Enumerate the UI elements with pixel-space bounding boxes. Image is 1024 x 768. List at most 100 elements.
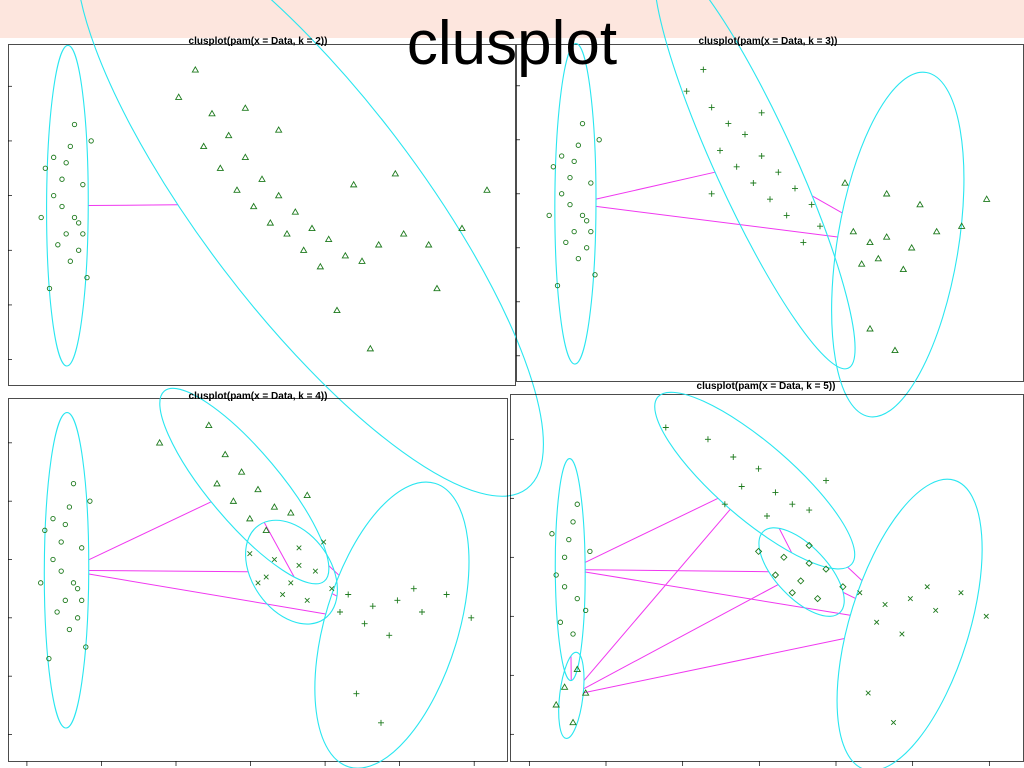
point-k4-c3-4 [361, 620, 368, 627]
point-k4-c1-0 [155, 438, 164, 446]
point-k3-c1-13 [783, 212, 790, 219]
cluster-points-k4-0 [38, 481, 93, 662]
point-k5-c3-5 [822, 565, 830, 573]
point-k2-c0-4 [51, 192, 57, 199]
point-k2-c0-8 [55, 242, 61, 248]
point-k2-c1-23 [458, 224, 466, 232]
point-k4-c3-7 [468, 614, 475, 621]
plot-frame-k3 [516, 44, 1024, 382]
point-k4-c0-4 [50, 556, 56, 563]
point-k5-c0-6 [574, 595, 580, 602]
point-k4-c3-11 [337, 609, 343, 615]
point-k2-c0-15 [63, 231, 69, 237]
point-k2-c1-18 [316, 262, 325, 270]
point-k5-c4-4 [874, 619, 880, 625]
point-k5-c3-0 [754, 547, 763, 556]
cluster-points-k5-4 [857, 584, 989, 726]
point-k4-c1-6 [270, 503, 279, 510]
point-k3-c2-6 [899, 265, 908, 273]
point-k5-c3-4 [797, 577, 805, 585]
point-k2-c1-8 [233, 186, 241, 193]
point-k4-c0-16 [38, 580, 44, 586]
point-k5-c4-5 [899, 631, 905, 637]
point-k4-c1-9 [262, 526, 270, 533]
point-k2-c0-11 [46, 285, 53, 292]
point-k2-c0-10 [84, 274, 90, 281]
point-k3-c2-12 [916, 200, 924, 208]
cluster-ellipse-k5-2 [654, 391, 856, 570]
point-k4-c0-12 [74, 586, 81, 592]
link-line-k4-1-2 [263, 522, 295, 578]
point-k5-c0-0 [574, 501, 580, 507]
cluster-points-k5-2 [662, 424, 830, 519]
point-k4-c1-8 [287, 508, 295, 516]
point-k4-c3-3 [419, 609, 425, 615]
point-k4-c1-1 [205, 421, 213, 428]
point-k3-c2-1 [866, 238, 874, 246]
point-k3-c1-9 [750, 180, 757, 186]
point-k2-c1-30 [483, 186, 491, 193]
point-k3-c1-2 [708, 104, 715, 111]
point-k2-c0-18 [51, 154, 57, 160]
point-k3-c0-1 [575, 142, 581, 148]
point-k4-c1-5 [229, 497, 238, 504]
point-k3-c1-15 [800, 239, 807, 246]
point-k4-c0-7 [79, 597, 85, 603]
clusplot-k4-svg [8, 387, 508, 768]
point-k5-c2-3 [755, 465, 762, 472]
cluster-points-k3-0 [546, 120, 602, 289]
point-k5-c0-3 [561, 554, 568, 560]
point-k2-c1-31 [391, 169, 400, 177]
point-k4-c1-2 [221, 450, 229, 458]
clusplot-panel-k2 [8, 0, 544, 497]
cluster-ellipse-k2-1 [75, 0, 544, 497]
title-band [0, 0, 1024, 38]
link-line-k4-0-3 [88, 573, 326, 615]
point-k5-c1-4 [569, 718, 577, 726]
point-k5-c2-10 [823, 477, 830, 484]
point-k2-c1-29 [433, 284, 441, 292]
point-k3-c0-14 [596, 137, 602, 143]
point-k2-c1-11 [291, 208, 300, 215]
point-k4-c2-6 [279, 591, 286, 598]
point-k3-c2-8 [957, 222, 966, 229]
point-k5-c1-0 [573, 665, 582, 673]
point-k4-c0-10 [83, 644, 89, 650]
clusplot-k3-svg [516, 0, 1024, 418]
point-k5-c4-10 [924, 584, 930, 590]
point-k2-c1-4 [199, 142, 208, 150]
point-k5-c3-7 [813, 594, 822, 603]
cluster-points-k4-3 [337, 585, 475, 726]
link-line-k4-0-2 [88, 569, 249, 573]
point-k2-c1-27 [333, 306, 341, 314]
point-k4-c0-19 [74, 615, 81, 621]
link-line-k5-3-4 [842, 591, 856, 599]
point-k4-c0-9 [66, 626, 73, 633]
point-k4-c0-3 [58, 539, 64, 545]
point-k3-c2-13 [866, 324, 874, 332]
clusplot-panel-k4 [8, 387, 508, 768]
point-k2-c1-24 [349, 180, 358, 188]
point-k4-c0-14 [87, 498, 93, 504]
point-k2-c1-25 [274, 126, 283, 133]
point-k4-c2-1 [271, 556, 278, 563]
cluster-points-k5-3 [754, 541, 847, 603]
cluster-ellipse-k3-2 [831, 71, 965, 418]
cluster-points-k5-1 [552, 665, 590, 726]
point-k2-c1-10 [249, 202, 258, 210]
point-k3-c0-13 [550, 164, 556, 170]
point-k4-c0-18 [50, 516, 56, 522]
point-k2-c0-5 [59, 203, 65, 210]
point-k4-c1-11 [303, 491, 311, 498]
cluster-points-k2-1 [174, 65, 491, 352]
point-k3-c1-3 [725, 120, 732, 127]
plot-frame-k2 [8, 44, 516, 386]
point-k3-c0-16 [546, 212, 552, 219]
point-k2-c0-19 [76, 247, 82, 253]
point-k3-c1-14 [817, 223, 823, 230]
point-k3-c0-0 [579, 120, 586, 127]
point-k2-c0-13 [42, 165, 48, 171]
point-k2-c1-9 [274, 191, 283, 199]
point-k4-c3-2 [394, 597, 401, 604]
cluster-points-k4-1 [155, 421, 311, 533]
